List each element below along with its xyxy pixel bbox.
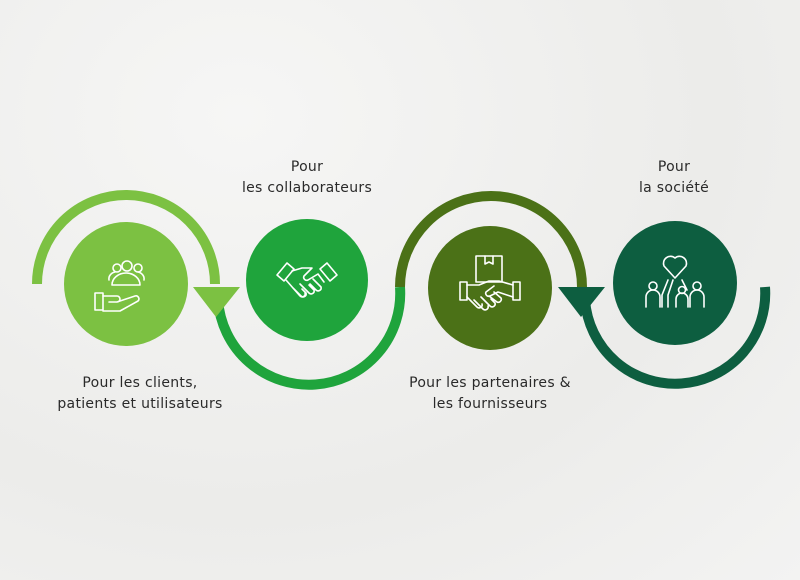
arrow-head-2 xyxy=(558,287,605,317)
label-clients-line2: patients et utilisateurs xyxy=(57,396,223,412)
label-collaborateurs-line1: Pour xyxy=(290,159,324,175)
circle-societe xyxy=(613,221,737,345)
people-heart-icon xyxy=(645,255,705,308)
hand-with-people-icon xyxy=(94,260,145,312)
arc-2 xyxy=(213,286,406,390)
arc-4 xyxy=(580,286,771,389)
label-societe-line2: la société xyxy=(638,180,710,196)
label-partenaires-line1: Pour les partenaires & xyxy=(409,375,571,391)
handshake-box-icon xyxy=(459,255,521,311)
label-societe-line1: Pour xyxy=(657,159,691,175)
circle-clients xyxy=(64,222,188,346)
label-collaborateurs-line2: les collaborateurs xyxy=(241,180,373,196)
arc-1 xyxy=(32,190,220,285)
label-clients-line1: Pour les clients, xyxy=(82,375,198,391)
label-clients: Pour les clients, patients et utilisateu… xyxy=(10,373,270,415)
handshake-icon xyxy=(276,262,338,298)
label-partenaires: Pour les partenaires & les fournisseurs xyxy=(360,373,620,415)
label-societe: Pour la société xyxy=(544,157,800,199)
arc-3 xyxy=(395,191,587,288)
label-partenaires-line2: les fournisseurs xyxy=(432,396,548,412)
label-collaborateurs: Pour les collaborateurs xyxy=(177,157,437,199)
arrow-head-1 xyxy=(193,287,240,317)
